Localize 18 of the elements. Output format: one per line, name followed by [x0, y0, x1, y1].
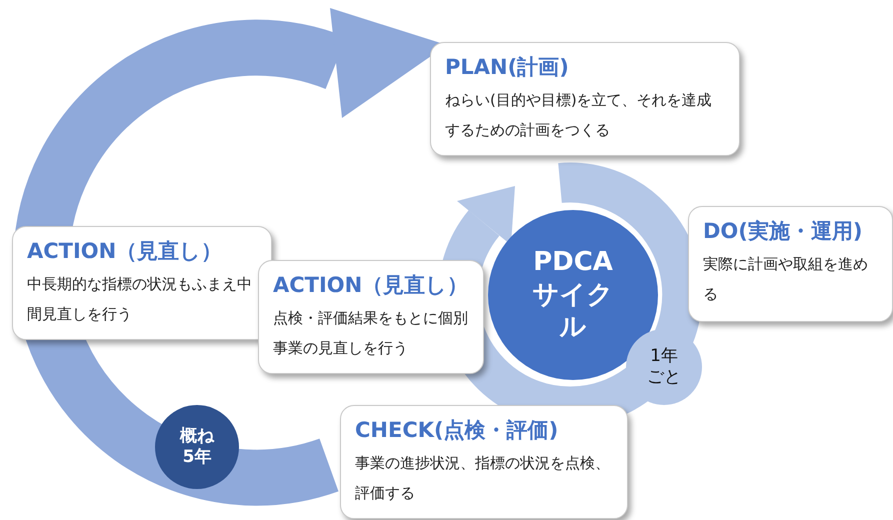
step-heading: PLAN(計画) — [445, 54, 569, 81]
step-heading: DO(実施・運用) — [703, 218, 862, 245]
circle-label: 1年ごと — [646, 346, 682, 388]
step-heading: CHECK(点検・評価) — [355, 417, 558, 444]
step-description: 点検・評価結果をもとに個別事業の見直しを行う — [273, 308, 469, 359]
circle-label: 概ね5年 — [178, 426, 216, 468]
step-description: 実際に計画や取組を進める — [703, 254, 869, 305]
step-description: 中長期的な指標の状況もふまえ中間見直しを行う — [27, 274, 253, 325]
step-card — [258, 260, 484, 374]
step-heading: ACTION（見直し） — [273, 272, 468, 299]
step-card — [12, 226, 272, 340]
step-description: ねらい(目的や目標)を立て、それを達成するための計画をつくる — [445, 90, 713, 141]
step-card — [430, 42, 740, 156]
step-card — [688, 206, 893, 322]
circle-label: PDCAサイクル — [532, 246, 614, 344]
step-heading: ACTION（見直し） — [27, 238, 222, 265]
step-card — [340, 405, 628, 519]
step-description: 事業の進捗状況、指標の状況を点検、評価する — [355, 453, 611, 504]
